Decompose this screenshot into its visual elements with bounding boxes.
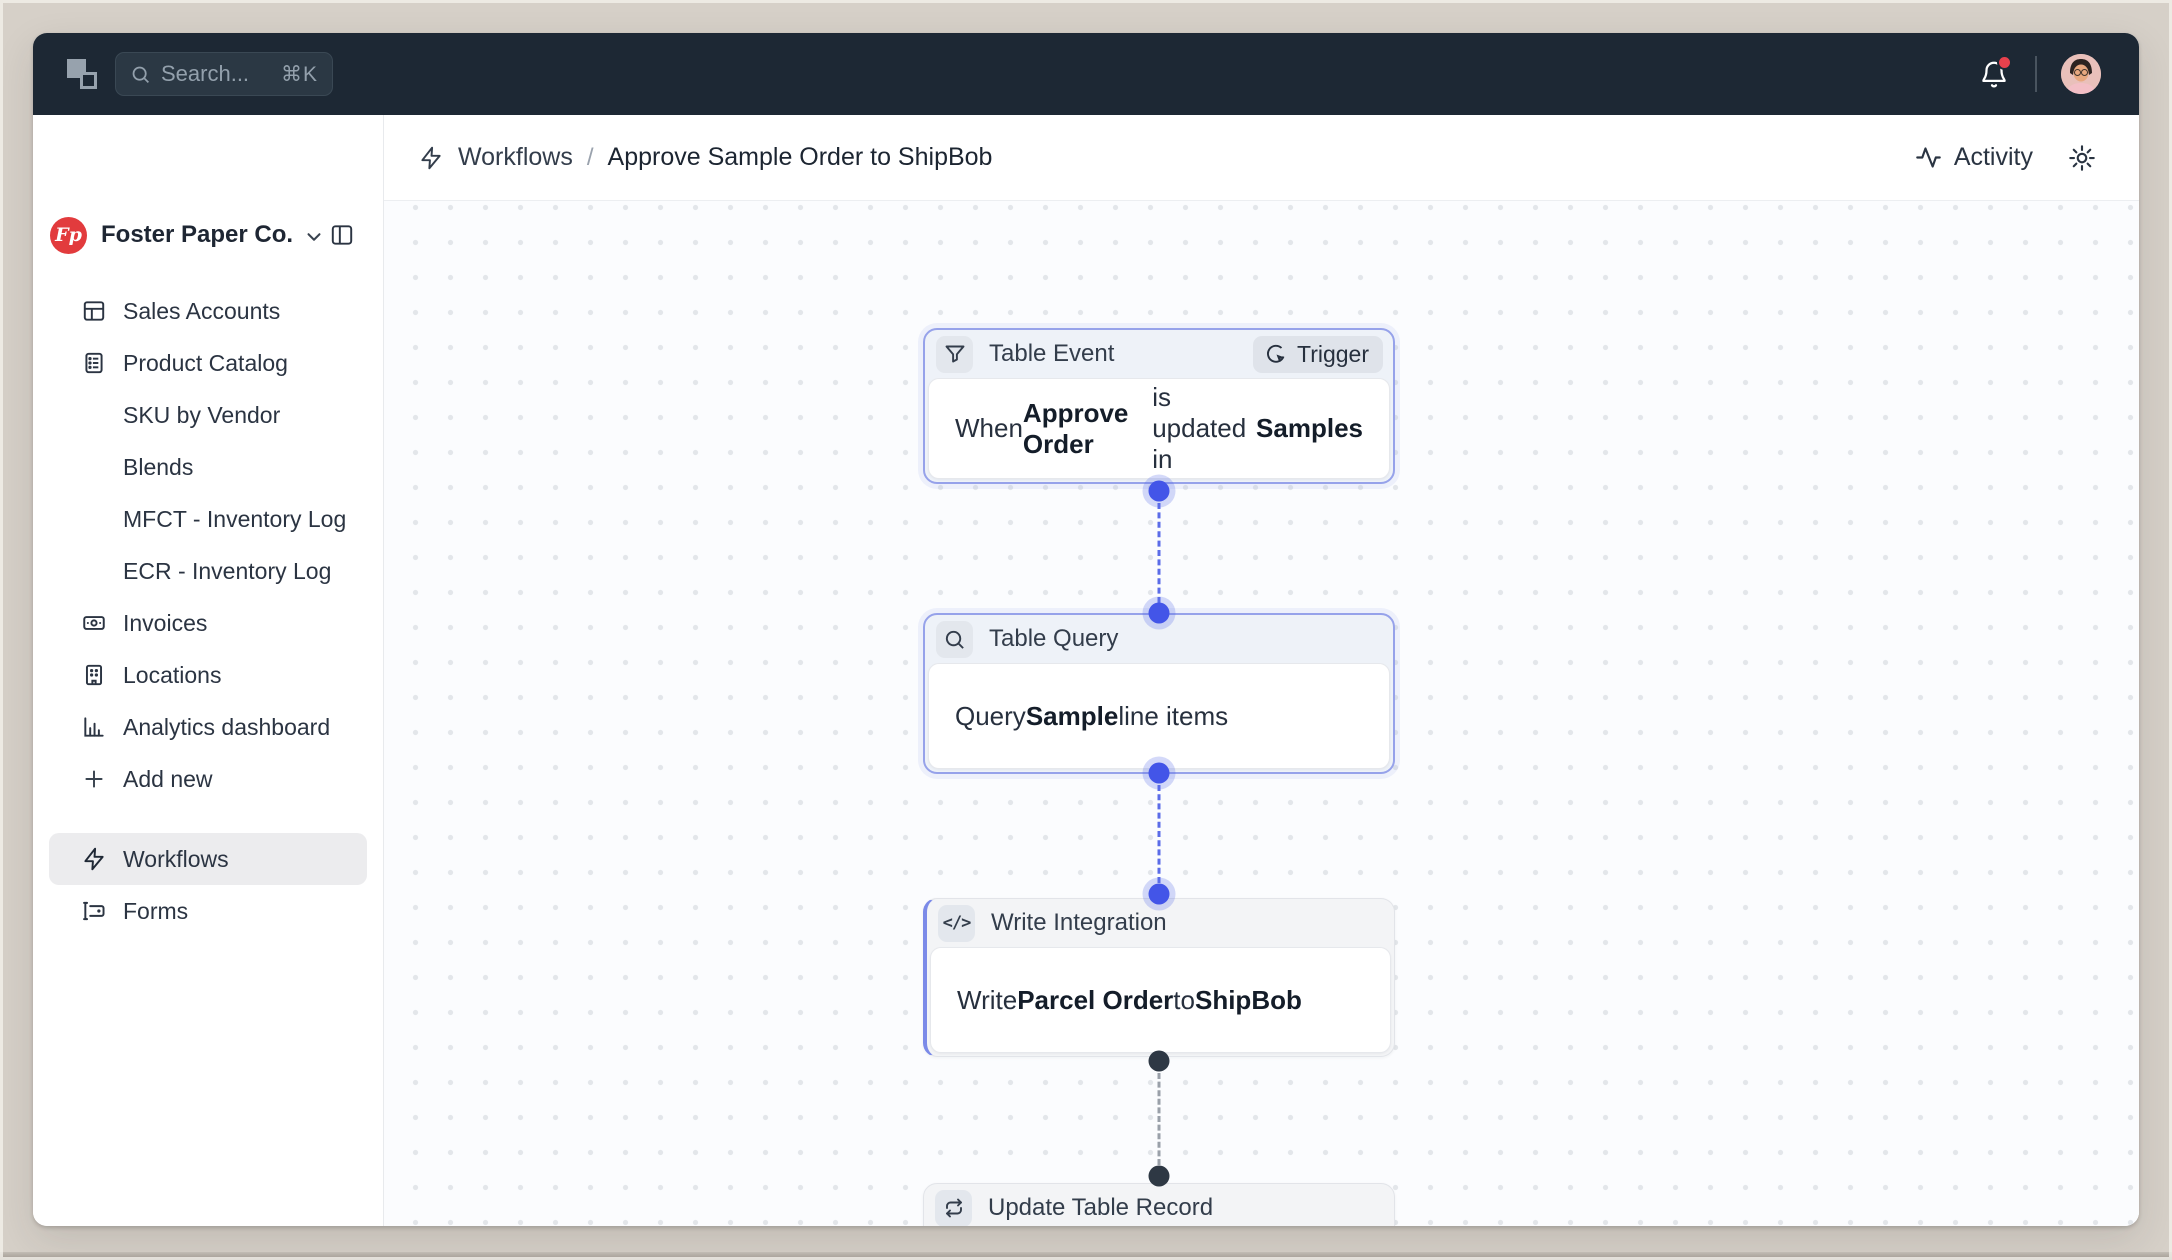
node-title: Write Integration: [991, 909, 1167, 936]
page-title: Approve Sample Order to ShipBob: [607, 143, 993, 171]
document-icon: [81, 350, 107, 376]
workflow-node-table-query[interactable]: Table Query Query Sample line items: [923, 613, 1395, 774]
workflow-canvas[interactable]: Table Event Trigger When Approve Order i…: [384, 200, 2139, 1226]
notification-dot: [1997, 55, 2012, 70]
connector-dot[interactable]: [1148, 762, 1170, 784]
trigger-icon: [1267, 344, 1285, 363]
connector-dot[interactable]: [1148, 602, 1170, 624]
sidebar-item-label: Sales Accounts: [123, 297, 281, 324]
bar-chart-icon: [81, 714, 107, 740]
activity-icon: [1915, 147, 1941, 168]
plus-icon: [81, 766, 107, 792]
node-title: Update Table Record: [988, 1194, 1214, 1221]
node-description: Write Parcel Order to ShipBob: [930, 947, 1391, 1053]
collapse-sidebar-icon[interactable]: [329, 222, 355, 248]
sidebar-item-label: Analytics dashboard: [123, 713, 331, 740]
connector-dot[interactable]: [1148, 1050, 1170, 1072]
page-header: Workflows / Approve Sample Order to Ship…: [384, 115, 2139, 200]
sidebar-item-blends[interactable]: Blends: [49, 441, 367, 493]
sidebar-item-sales-accounts[interactable]: Sales Accounts: [49, 285, 367, 337]
filter-icon: [936, 335, 973, 373]
search-placeholder: Search...: [161, 61, 250, 86]
app-window: Search... ⌘K: [33, 33, 2139, 1226]
trigger-badge: Trigger: [1253, 335, 1383, 373]
app-grid-icon[interactable]: [67, 59, 97, 89]
connector-line: [1157, 503, 1161, 603]
repeat-icon: [935, 1189, 972, 1226]
sidebar-item-label: Blends: [123, 453, 194, 480]
sidebar-item-forms[interactable]: Forms: [49, 885, 367, 937]
chevron-down-icon: [307, 232, 321, 241]
org-name: Foster Paper Co.: [101, 221, 294, 248]
avatar[interactable]: [2061, 54, 2101, 94]
bell-icon[interactable]: [1977, 55, 2012, 91]
sidebar-item-product-catalog[interactable]: Product Catalog: [49, 337, 367, 389]
sidebar-item-label: Locations: [123, 661, 222, 688]
search-icon: [936, 620, 973, 658]
sidebar-item-add-new[interactable]: Add new: [49, 753, 367, 805]
connector-line: [1157, 1073, 1161, 1165]
zap-icon: [81, 846, 107, 872]
sidebar-item-mfct-inventory-log[interactable]: MFCT - Inventory Log: [49, 493, 367, 545]
breadcrumb-workflows[interactable]: Workflows: [458, 143, 573, 171]
workflow-node-write-integration[interactable]: </> Write Integration Write Parcel Order…: [923, 898, 1395, 1057]
search-icon: [132, 66, 149, 83]
connector-dot[interactable]: [1148, 883, 1170, 905]
form-input-icon: [81, 898, 107, 924]
connector-dot[interactable]: [1148, 480, 1170, 502]
sidebar-item-label: Forms: [123, 897, 189, 924]
activity-button[interactable]: Activity: [1915, 143, 2033, 172]
org-switcher[interactable]: Fp Foster Paper Co.: [33, 211, 383, 259]
sidebar-item-ecr-inventory-log[interactable]: ECR - Inventory Log: [49, 545, 367, 597]
building-icon: [81, 662, 107, 688]
activity-label: Activity: [1953, 143, 2033, 171]
sidebar-item-label: MFCT - Inventory Log: [123, 505, 347, 532]
gear-icon[interactable]: [2067, 143, 2097, 173]
node-title: Table Query: [989, 625, 1119, 652]
topbar-divider: [2035, 56, 2037, 92]
zap-icon: [421, 146, 441, 169]
search-input[interactable]: Search... ⌘K: [115, 52, 333, 96]
trigger-badge-label: Trigger: [1297, 340, 1369, 367]
node-description: When Approve Order is updated in Samples: [928, 378, 1390, 479]
table-icon: [81, 298, 107, 324]
node-title: Table Event: [989, 340, 1115, 367]
sidebar-item-label: Product Catalog: [123, 349, 288, 376]
breadcrumb-separator: /: [586, 143, 594, 171]
search-shortcut: ⌘K: [280, 62, 318, 86]
sidebar-item-sku-by-vendor[interactable]: SKU by Vendor: [49, 389, 367, 441]
connector-dot[interactable]: [1148, 1165, 1170, 1187]
sidebar-item-locations[interactable]: Locations: [49, 649, 367, 701]
sidebar-item-workflows[interactable]: Workflows: [49, 833, 367, 885]
sidebar-item-label: ECR - Inventory Log: [123, 557, 332, 584]
sidebar-item-label: Add new: [123, 765, 213, 792]
banknote-icon: [81, 610, 107, 636]
screen-bottom-edge: [0, 1252, 2172, 1260]
sidebar-item-label: Workflows: [123, 845, 229, 872]
org-logo: Fp: [50, 216, 87, 254]
sidebar-item-label: Invoices: [123, 609, 208, 636]
sidebar-item-invoices[interactable]: Invoices: [49, 597, 367, 649]
connector-line: [1157, 785, 1161, 883]
workflow-node-table-event[interactable]: Table Event Trigger When Approve Order i…: [923, 328, 1395, 484]
breadcrumb: Workflows / Approve Sample Order to Ship…: [418, 143, 992, 172]
sidebar-item-label: SKU by Vendor: [123, 401, 281, 428]
sidebar-item-analytics-dashboard[interactable]: Analytics dashboard: [49, 701, 367, 753]
sidebar: Fp Foster Paper Co. Sales Accounts Produ…: [33, 115, 384, 1226]
top-bar: Search... ⌘K: [33, 33, 2139, 115]
code-icon: </>: [938, 904, 975, 942]
node-description: Query Sample line items: [928, 663, 1390, 769]
workflow-node-update-table-record[interactable]: Update Table Record: [923, 1183, 1395, 1226]
